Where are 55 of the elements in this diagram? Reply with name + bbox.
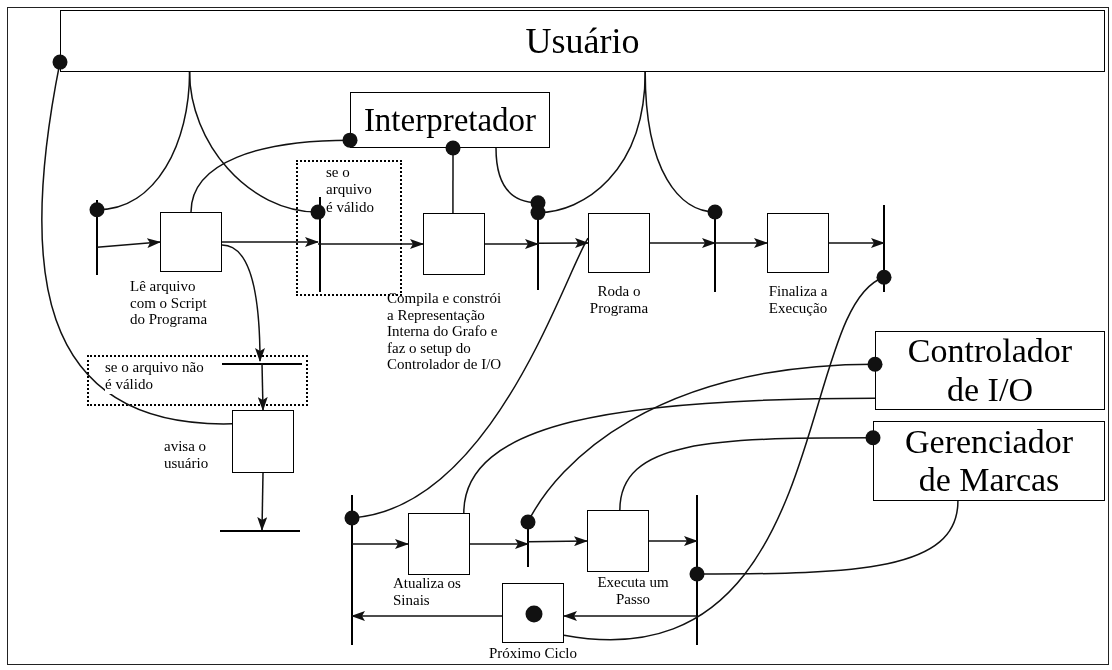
box-label: Gerenciador de Marcas — [904, 422, 1074, 500]
arrow — [563, 611, 698, 621]
link-line — [41, 54, 233, 425]
process-label: Atualiza os Sinais — [393, 575, 462, 608]
process-label: Roda o Programa — [588, 283, 650, 316]
box-label: Usuário — [525, 20, 640, 62]
link-line — [619, 430, 881, 511]
process-label: Próximo Ciclo — [488, 645, 578, 662]
arrow — [221, 237, 319, 247]
process-box — [408, 513, 470, 575]
arrow — [257, 362, 268, 411]
process-label: Compila e constrói a Representação Interna do Grafo e faz o setup do Controlador de I/O — [387, 290, 503, 373]
process-label: Lê arquivo com o Script do Programa — [130, 278, 209, 328]
arrow — [648, 536, 698, 547]
arrow — [257, 472, 268, 531]
arrow — [527, 536, 588, 547]
link-line — [188, 71, 326, 220]
process-box — [767, 213, 829, 273]
arrow — [96, 238, 161, 249]
condition-region — [87, 355, 308, 406]
arrow — [469, 539, 529, 550]
arrow — [649, 238, 716, 248]
box-label: Interpretador — [363, 101, 537, 139]
process-label: Finaliza a Execução — [767, 283, 829, 316]
process-box — [423, 213, 485, 275]
link-line — [190, 132, 358, 213]
process-label: Executa um Passo — [596, 574, 670, 607]
arrow — [537, 238, 589, 249]
label-box — [873, 421, 1105, 501]
box-label: Controlador de I/O — [906, 332, 1074, 409]
label-box — [875, 331, 1105, 410]
link-line — [463, 397, 876, 514]
label-box — [350, 92, 550, 148]
link-line — [520, 356, 883, 530]
arrow — [351, 539, 409, 549]
arrow — [351, 611, 503, 622]
process-box — [588, 213, 650, 273]
process-box — [232, 410, 294, 473]
link-line — [344, 237, 589, 526]
process-box — [160, 212, 222, 272]
link-line — [689, 500, 959, 582]
arrow — [221, 244, 265, 362]
condition-label: se o arquivo não é válido — [105, 359, 205, 394]
link-line — [644, 71, 723, 220]
process-box — [587, 510, 649, 572]
arrow — [714, 238, 768, 248]
link-line — [563, 269, 892, 640]
arrow — [828, 238, 885, 248]
link-line — [495, 147, 546, 211]
label-box — [60, 10, 1105, 72]
link-line — [445, 140, 461, 214]
process-label: avisa o usuário — [164, 438, 210, 471]
arrow — [317, 239, 424, 249]
arrow — [484, 239, 539, 250]
process-box — [502, 583, 564, 643]
